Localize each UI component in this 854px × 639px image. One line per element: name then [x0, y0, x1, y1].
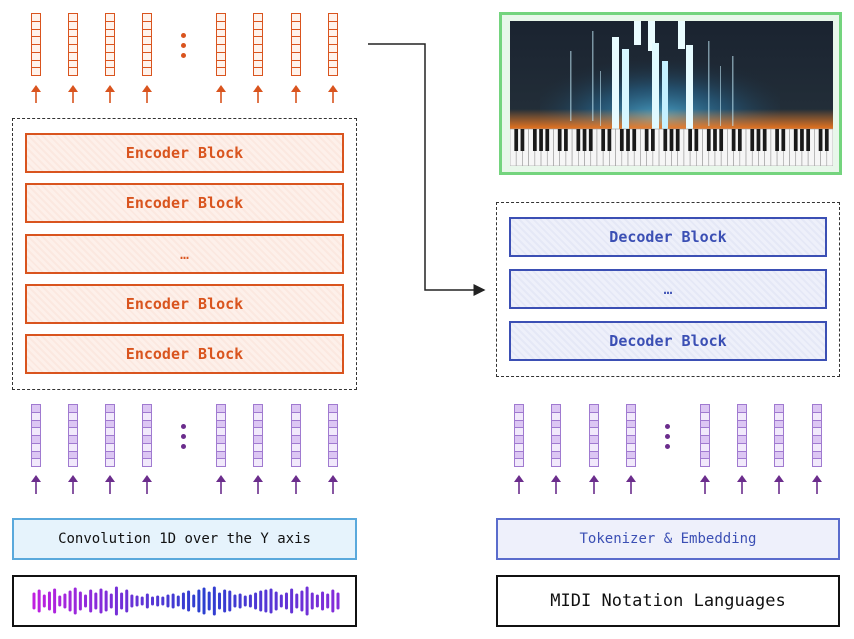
up-arrow-icon: [812, 475, 822, 494]
token-column: [142, 13, 152, 76]
up-arrow-icon: [737, 475, 747, 494]
encoder-block-1: Encoder Block: [25, 133, 344, 173]
up-arrow-icon: [216, 475, 226, 494]
up-arrow-icon: [216, 85, 226, 103]
token-column: [812, 404, 822, 467]
up-arrow-icon: [291, 475, 301, 494]
token-column: [774, 404, 784, 467]
decoder-block-1: Decoder Block: [509, 217, 827, 257]
up-arrow-icon: [31, 475, 41, 494]
encoder-block-2: Encoder Block: [25, 183, 344, 223]
up-arrow-icon: [31, 85, 41, 103]
token-column: [31, 404, 41, 467]
encoder-block-4: Encoder Block: [25, 334, 344, 374]
tokenizer-label-box: Tokenizer & Embedding: [496, 518, 840, 560]
token-column: [105, 13, 115, 76]
decoder-stack: [496, 202, 840, 377]
up-arrow-icon: [105, 475, 115, 494]
encoder-stack: [12, 118, 357, 390]
convolution-label: Convolution 1D over the Y axis: [58, 531, 311, 547]
up-arrow-icon: [774, 475, 784, 494]
token-column: [253, 404, 263, 467]
token-column: [291, 404, 301, 467]
piano-roll-icon: [510, 21, 833, 166]
token-column: [700, 404, 710, 467]
token-column: [514, 404, 524, 467]
token-column: [328, 404, 338, 467]
token-column: [68, 13, 78, 76]
up-arrow-icon: [700, 475, 710, 494]
up-arrow-icon: [68, 475, 78, 494]
up-arrow-icon: [105, 85, 115, 103]
up-arrow-icon: [328, 85, 338, 103]
up-arrow-icon: [589, 475, 599, 494]
token-column: [105, 404, 115, 467]
token-column: [216, 404, 226, 467]
ellipsis-dots-icon: [181, 32, 187, 58]
up-arrow-icon: [328, 475, 338, 494]
decoder-block-2: Decoder Block: [509, 321, 827, 361]
piano-roll-frame: [499, 12, 842, 175]
up-arrow-icon: [626, 475, 636, 494]
token-column: [626, 404, 636, 467]
token-column: [589, 404, 599, 467]
midi-notation-label: MIDI Notation Languages: [550, 591, 786, 611]
token-column: [31, 13, 41, 76]
up-arrow-icon: [142, 85, 152, 103]
up-arrow-icon: [551, 475, 561, 494]
audio-waveform-icon: [32, 586, 340, 616]
encoder-block-3: Encoder Block: [25, 284, 344, 324]
midi-notation-box: MIDI Notation Languages: [496, 575, 840, 627]
encoder-block-ellipsis: …: [25, 234, 344, 274]
token-column: [253, 13, 263, 76]
token-column: [291, 13, 301, 76]
token-column: [142, 404, 152, 467]
up-arrow-icon: [514, 475, 524, 494]
up-arrow-icon: [253, 85, 263, 103]
up-arrow-icon: [253, 475, 263, 494]
token-column: [551, 404, 561, 467]
token-column: [216, 13, 226, 76]
convolution-label-box: Convolution 1D over the Y axis: [12, 518, 357, 560]
token-column: [737, 404, 747, 467]
up-arrow-icon: [291, 85, 301, 103]
token-column: [328, 13, 338, 76]
up-arrow-icon: [142, 475, 152, 494]
ellipsis-dots-icon: [181, 423, 187, 449]
ellipsis-dots-icon: [665, 423, 671, 449]
waveform-box: [12, 575, 357, 627]
tokenizer-label: Tokenizer & Embedding: [579, 531, 757, 547]
token-column: [68, 404, 78, 467]
up-arrow-icon: [68, 85, 78, 103]
decoder-block-ellipsis: …: [509, 269, 827, 309]
